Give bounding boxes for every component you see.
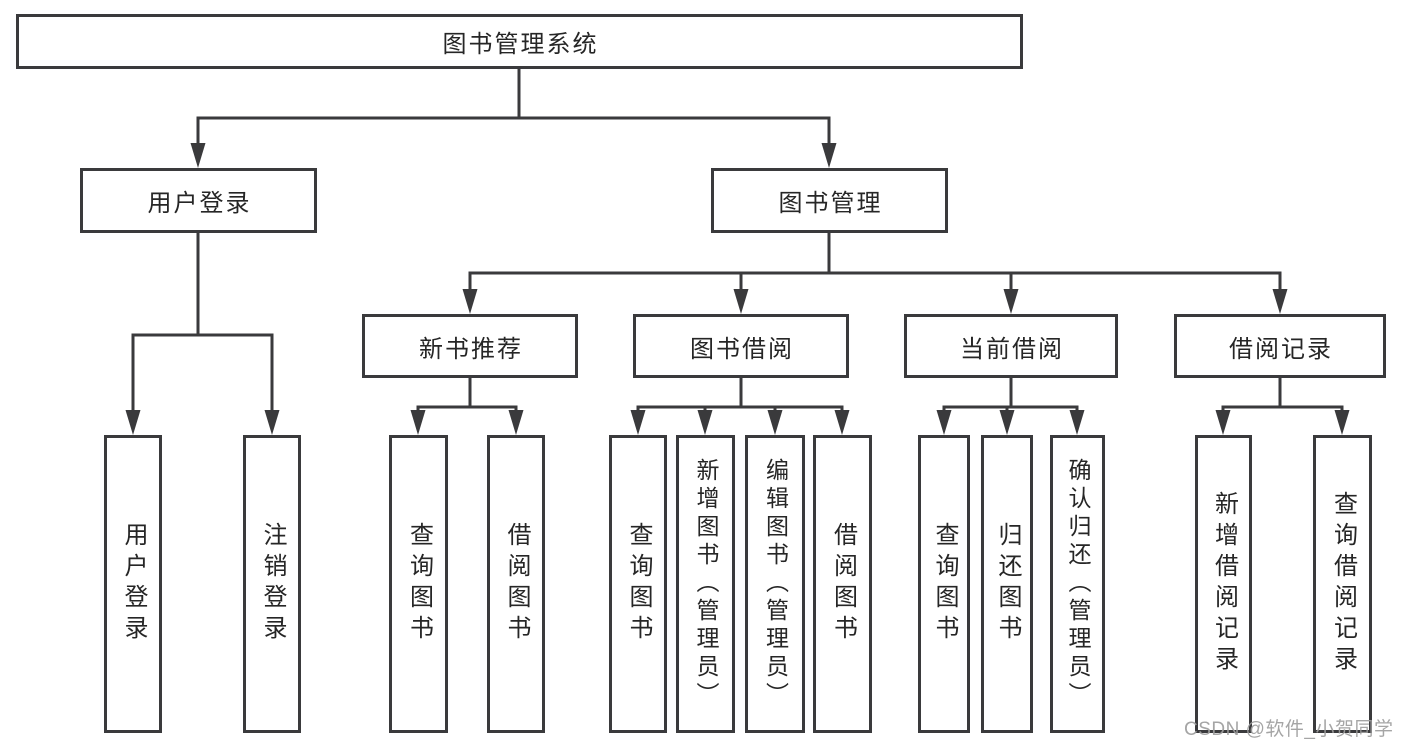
node-label-leaf-borrow-book-1: 借阅图书 <box>503 522 530 646</box>
node-leaf-query-book-1: 查询图书 <box>389 435 448 733</box>
arrowhead <box>834 410 850 435</box>
node-leaf-add-borrow-rec: 新增借阅记录 <box>1195 435 1252 733</box>
arrowhead <box>125 410 141 435</box>
arrowhead <box>1272 289 1288 314</box>
connector-new-book-to-leaves <box>410 378 524 435</box>
arrowhead <box>190 143 206 168</box>
node-book-borrow: 图书借阅 <box>633 314 849 378</box>
node-label-leaf-query-book-2: 查询图书 <box>625 522 652 646</box>
connector-borrow-rec-to-leaves <box>1215 378 1350 435</box>
arrowhead <box>767 410 783 435</box>
node-book-management: 图书管理 <box>711 168 948 233</box>
node-leaf-add-book-admin: 新增图书（管理员） <box>676 435 735 733</box>
connector-root-to-level2 <box>190 69 837 168</box>
arrowhead <box>630 410 646 435</box>
node-root-system: 图书管理系统 <box>16 14 1023 69</box>
node-leaf-return-book: 归还图书 <box>981 435 1033 733</box>
node-label-leaf-user-login: 用户登录 <box>120 522 147 646</box>
arrowhead <box>1069 410 1085 435</box>
node-label-root-system: 图书管理系统 <box>442 31 599 58</box>
node-label-leaf-add-borrow-rec: 新增借阅记录 <box>1210 491 1238 677</box>
node-label-leaf-add-book-admin: 新增图书（管理员） <box>693 458 719 710</box>
arrowhead <box>733 289 749 314</box>
node-label-current-borrow: 当前借阅 <box>960 335 1064 363</box>
node-label-leaf-query-borrow-rec: 查询借阅记录 <box>1329 491 1357 677</box>
node-leaf-query-book-2: 查询图书 <box>609 435 667 733</box>
arrowhead <box>697 410 713 435</box>
node-leaf-borrow-book-1: 借阅图书 <box>487 435 545 733</box>
node-label-user-login: 用户登录 <box>147 190 252 217</box>
node-label-leaf-query-book-3: 查询图书 <box>931 522 958 646</box>
node-leaf-edit-book-admin: 编辑图书（管理员） <box>745 435 805 733</box>
node-label-leaf-borrow-book-2: 借阅图书 <box>829 522 857 646</box>
node-leaf-user-login: 用户登录 <box>104 435 162 733</box>
connector-book-mgmt-to-level3 <box>462 233 1288 314</box>
node-label-leaf-edit-book-admin: 编辑图书（管理员） <box>762 458 789 710</box>
arrowhead <box>1215 410 1231 435</box>
node-new-book-recommend: 新书推荐 <box>362 314 578 378</box>
connector-user-login-to-leaves <box>125 233 280 435</box>
node-label-leaf-confirm-return: 确认归还（管理员） <box>1065 458 1091 710</box>
connector-current-borrow-to-leaves <box>936 378 1085 435</box>
arrowhead <box>264 410 280 435</box>
arrowhead <box>508 410 524 435</box>
node-label-leaf-query-book-1: 查询图书 <box>405 522 433 646</box>
connector-book-borrow-to-leaves <box>630 378 850 435</box>
arrowhead <box>821 143 837 168</box>
arrowhead <box>462 289 478 314</box>
node-leaf-logout: 注销登录 <box>243 435 301 733</box>
node-label-new-book-recommend: 新书推荐 <box>419 335 523 363</box>
watermark: CSDN @软件_小贺同学 <box>1184 719 1394 740</box>
node-label-book-management: 图书管理 <box>778 190 883 217</box>
node-label-borrow-record: 借阅记录 <box>1229 335 1333 363</box>
node-current-borrow: 当前借阅 <box>904 314 1118 378</box>
node-borrow-record: 借阅记录 <box>1174 314 1386 378</box>
arrowhead <box>999 410 1015 435</box>
node-label-leaf-logout: 注销登录 <box>259 522 286 646</box>
node-label-book-borrow: 图书借阅 <box>690 335 794 363</box>
node-user-login: 用户登录 <box>80 168 317 233</box>
arrowhead <box>1334 410 1350 435</box>
arrowhead <box>410 410 426 435</box>
node-label-leaf-return-book: 归还图书 <box>994 522 1021 646</box>
node-leaf-confirm-return: 确认归还（管理员） <box>1050 435 1105 733</box>
node-leaf-borrow-book-2: 借阅图书 <box>813 435 872 733</box>
arrowhead <box>936 410 952 435</box>
arrowhead <box>1003 289 1019 314</box>
node-leaf-query-borrow-rec: 查询借阅记录 <box>1313 435 1372 733</box>
node-leaf-query-book-3: 查询图书 <box>918 435 970 733</box>
